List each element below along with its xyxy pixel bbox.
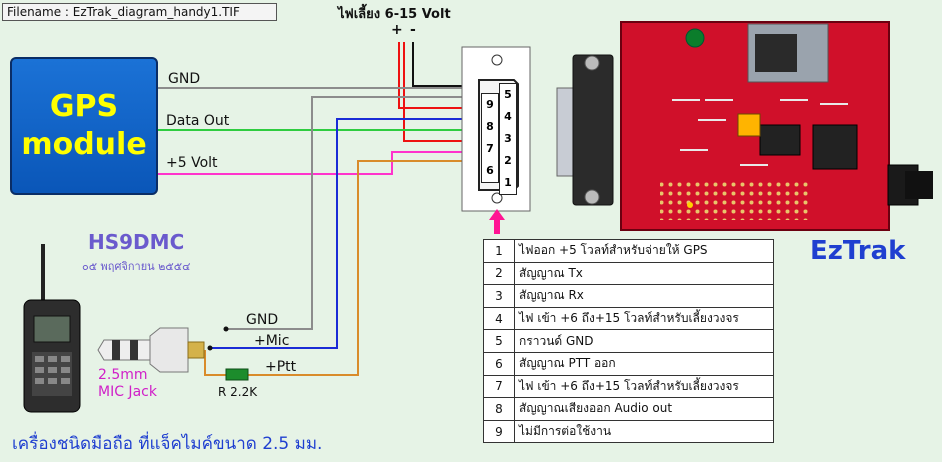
pin-number: 9 <box>483 419 515 444</box>
gps-data-out-label: Data Out <box>166 113 230 129</box>
power-supply-wires <box>398 42 483 142</box>
pin-number: 6 <box>483 351 515 376</box>
gps-module-line1: GPS <box>49 89 119 124</box>
pin-number: 7 <box>483 374 515 399</box>
author-callsign: HS9DMC <box>88 230 185 254</box>
bottom-caption: เครื่องชนิดมือถือ ที่แจ็คไมค์ขนาด 2.5 มม… <box>12 434 323 454</box>
jack-wires <box>204 96 483 376</box>
pointer-arrow <box>489 209 505 234</box>
power-supply-title: ไฟเลี้ยง 6-15 Volt <box>338 7 451 22</box>
jack-gnd-label: GND <box>246 312 279 328</box>
jack-size-label: 2.5mm <box>98 367 148 383</box>
handheld-radio <box>23 244 81 413</box>
pin-number: 4 <box>483 306 515 331</box>
mic-jack-plug <box>97 326 229 373</box>
pin-description: ไฟออก +5 โวลท์สำหรับจ่ายให้ GPS <box>514 239 774 263</box>
power-minus-label: - <box>410 22 416 38</box>
jack-name-label: MIC Jack <box>98 384 157 400</box>
db9-pin-5: 5 <box>504 88 512 101</box>
power-plus-label: + <box>391 22 403 38</box>
db9-pin-8: 8 <box>486 120 494 133</box>
eztrak-pcb <box>620 21 933 231</box>
board-name-label: EzTrak <box>810 236 906 266</box>
resistor-2k2 <box>225 368 249 381</box>
db9-pin-1: 1 <box>504 176 512 189</box>
pin-description: สัญญาณ Rx <box>514 284 774 308</box>
pin-number: 5 <box>483 329 515 353</box>
pin-description: ไฟ เข้า +6 ถึง+15 โวลท์สำหรับเลี้ยงวงจร <box>514 306 774 331</box>
db9-pin-2: 2 <box>504 154 512 167</box>
pin-number: 1 <box>483 239 515 263</box>
resistor-label: R 2.2K <box>218 385 258 399</box>
pin-description: ไฟ เข้า +6 ถึง+15 โวลท์สำหรับเลี้ยงวงจร <box>514 374 774 399</box>
filename-label: Filename : EzTrak_diagram_handy1.TIF <box>2 3 277 21</box>
pin-description: กราวนด์ GND <box>514 329 774 353</box>
pin-description: สัญญาณ PTT ออก <box>514 351 774 376</box>
gps-module-line2: module <box>21 127 147 162</box>
db9-pin-9: 9 <box>486 98 494 111</box>
db9-pin-4: 4 <box>504 110 512 123</box>
pin-description: ไม่มีการต่อใช้งาน <box>514 419 774 444</box>
board-serial-connector <box>556 54 614 206</box>
pin-number: 8 <box>483 397 515 421</box>
jack-ptt-label: +Ptt <box>265 359 297 375</box>
pin-description: สัญญาณ Tx <box>514 261 774 286</box>
db9-pin-6: 6 <box>486 164 494 177</box>
gps-5v-label: +5 Volt <box>166 155 218 171</box>
pin-number: 3 <box>483 284 515 308</box>
pin-description: สัญญาณเสียงออก Audio out <box>514 397 774 421</box>
db9-pin-3: 3 <box>504 132 512 145</box>
gps-wires <box>158 87 483 175</box>
db9-pin-7: 7 <box>486 142 494 155</box>
pin-number: 2 <box>483 261 515 286</box>
author-date: ๐๕ พฤศจิกายน ๒๕๕๔ <box>82 260 191 273</box>
gps-gnd-label: GND <box>168 71 201 87</box>
gps-module-box: GPS module <box>10 57 158 195</box>
jack-mic-label: +Mic <box>254 333 290 349</box>
